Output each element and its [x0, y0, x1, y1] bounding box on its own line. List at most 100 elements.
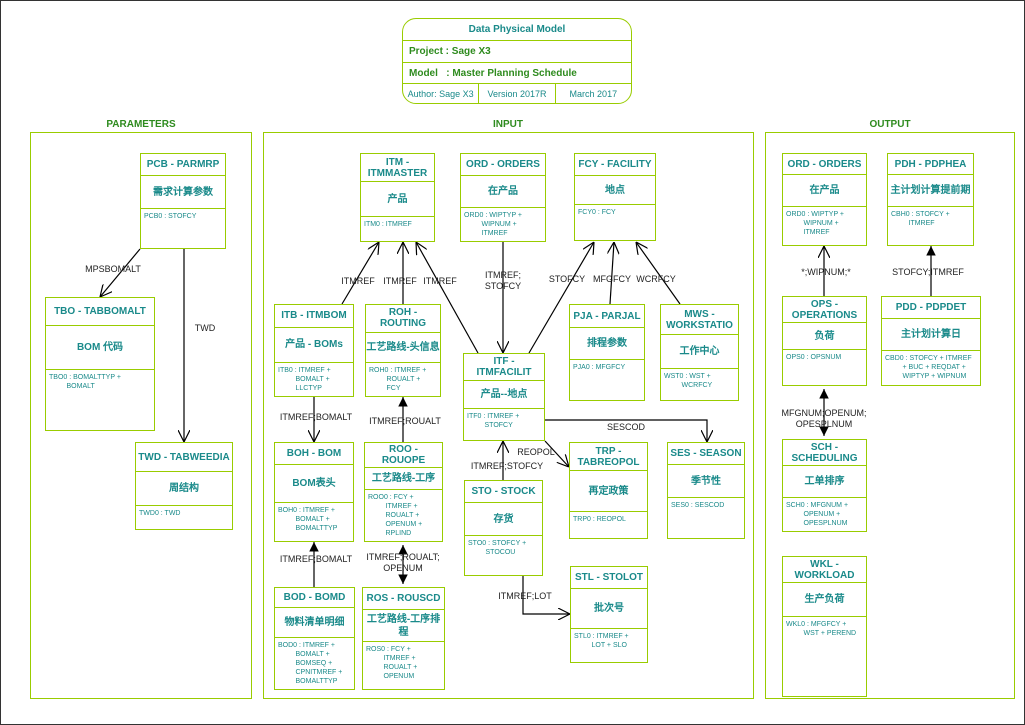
- relation-label: ITMREF;ROUALT; OPENUM: [366, 552, 440, 573]
- relation-pcb-tbo: [100, 248, 141, 297]
- relation-label: ITMREF;STOFCY: [470, 461, 544, 471]
- entity-keys: PJA0 : MFGFCY: [573, 364, 626, 371]
- relation-mws-fcy: [636, 242, 681, 305]
- relation-label: SESCOD: [606, 422, 646, 432]
- entity-label: BOM 代码: [46, 326, 154, 370]
- entity-title: BOD - BOMD: [275, 588, 354, 609]
- entity-keys: SES0 : SESCOD: [671, 502, 725, 509]
- entity-keys: ORD0 : WIPTYP + WIPNUM + ITMREF: [786, 211, 845, 236]
- entity-label: 产品 - BOMs: [275, 328, 353, 363]
- relation-label: WCRFCY: [636, 274, 676, 284]
- entity-label: 需求计算参数: [141, 176, 225, 209]
- entity-label: 主计划计算日: [882, 319, 980, 351]
- entity-title: BOH - BOM: [275, 443, 353, 465]
- entity-title: PJA - PARJAL: [570, 305, 644, 328]
- entity-label: 在产品: [783, 175, 866, 207]
- entity-keys: ITM0 : ITMREF: [364, 221, 412, 228]
- entity-title: STL - STOLOT: [571, 567, 647, 589]
- entity-label: 再定政策: [570, 471, 647, 512]
- entity-pdd[interactable]: PDD - PDPDET 主计划计算日 CBD0 : STOFCY + ITMR…: [881, 296, 981, 386]
- relation-label: REOPOL: [517, 447, 555, 457]
- input-panel: [263, 132, 754, 699]
- entity-title: ITF - ITMFACILIT: [464, 354, 544, 381]
- entity-keys: PCB0 : STOFCY: [144, 213, 197, 220]
- relation-label: *;WIPNUM;*: [801, 267, 851, 277]
- relation-sto-stl: [522, 576, 570, 614]
- entity-label: 工艺路线-头信息: [366, 333, 440, 363]
- entity-pja[interactable]: PJA - PARJAL 排程参数 PJA0 : MFGFCY: [569, 304, 645, 401]
- entity-twd[interactable]: TWD - TABWEEDIA 周结构 TWD0 : TWD: [135, 442, 233, 530]
- entity-fcy[interactable]: FCY - FACILITY 地点 FCY0 : FCY: [574, 153, 656, 241]
- entity-tbo[interactable]: TBO - TABBOMALT BOM 代码 TBO0 : BOMALTTYP …: [45, 297, 155, 431]
- entity-keys: ROO0 : FCY + ITMREF + ROUALT + OPENUM + …: [368, 494, 423, 537]
- entity-ops[interactable]: OPS - OPERATIONS 负荷 OPS0 : OPSNUM: [782, 296, 867, 386]
- entity-trp[interactable]: TRP - TABREOPOL 再定政策 TRP0 : REOPOL: [569, 442, 648, 539]
- entity-title: ROS - ROUSCD: [363, 588, 444, 610]
- output-title: OUTPUT: [869, 119, 911, 130]
- entity-title: STO - STOCK: [465, 481, 542, 503]
- entity-keys: CBD0 : STOFCY + ITMREF + BUC + REQDAT + …: [885, 355, 972, 380]
- entity-title: TBO - TABBOMALT: [46, 298, 154, 326]
- entity-sto[interactable]: STO - STOCK 存货 STO0 : STOFCY + STOCOU: [464, 480, 543, 576]
- entity-pdh[interactable]: PDH - PDPHEA 主计划计算提前期 CBH0 : STOFCY + IT…: [887, 153, 974, 246]
- entity-wkl[interactable]: WKL - WORKLOAD 生产负荷 WKL0 : MFGFCY + WST …: [782, 556, 867, 697]
- entity-itb[interactable]: ITB - ITMBOM 产品 - BOMs ITB0 : ITMREF + B…: [274, 304, 354, 397]
- entity-title: ROO - ROUOPE: [365, 443, 442, 469]
- relation-label: ITMREF: [341, 276, 375, 286]
- entity-keys: OPS0 : OPSNUM: [786, 354, 842, 361]
- entity-ordi[interactable]: ORD - ORDERS 在产品 ORD0 : WIPTYP + WIPNUM …: [460, 153, 546, 242]
- entity-bod[interactable]: BOD - BOMD 物料清单明细 BOD0 : ITMREF + BOMALT…: [274, 587, 355, 690]
- title-block: Data Physical Model Project : Sage X3 Mo…: [402, 18, 632, 104]
- relation-label: ITMREF;ROUALT: [369, 416, 441, 426]
- relation-label: ITMREF;LOT: [498, 591, 552, 601]
- entity-pcb[interactable]: PCB - PARMRP 需求计算参数 PCB0 : STOFCY: [140, 153, 226, 249]
- author: Author: Sage X3: [403, 84, 480, 103]
- entity-label: 工艺路线-工序: [365, 468, 442, 490]
- entity-label: 产品: [361, 182, 434, 217]
- entity-label: BOM表头: [275, 465, 353, 503]
- entity-title: PDH - PDPHEA: [888, 154, 973, 175]
- entity-keys: FCY0 : FCY: [578, 209, 616, 216]
- entity-label: 排程参数: [570, 328, 644, 360]
- entity-ros[interactable]: ROS - ROUSCD 工艺路线-工序排程 ROS0 : FCY + ITMR…: [362, 587, 445, 690]
- parameters-title: PARAMETERS: [106, 119, 176, 130]
- relation-label: ITMREF; STOFCY: [484, 270, 522, 291]
- entity-keys: ITF0 : ITMREF + STOFCY: [467, 413, 520, 429]
- entity-itf[interactable]: ITF - ITMFACILIT 产品--地点 ITF0 : ITMREF + …: [463, 353, 545, 441]
- entity-stl[interactable]: STL - STOLOT 批次号 STL0 : ITMREF + LOT + S…: [570, 566, 648, 663]
- entity-roh[interactable]: ROH - ROUTING 工艺路线-头信息 ROH0 : ITMREF + R…: [365, 304, 441, 397]
- entity-label: 工作中心: [661, 335, 738, 369]
- entity-title: ORD - ORDERS: [783, 154, 866, 175]
- entity-label: 工艺路线-工序排程: [363, 610, 444, 642]
- entity-title: SCH - SCHEDULING: [783, 440, 866, 467]
- entity-sch[interactable]: SCH - SCHEDULING 工单排序 SCH0 : MFGNUM + OP…: [782, 439, 867, 532]
- entity-label: 生产负荷: [783, 583, 866, 617]
- entity-mws[interactable]: MWS - WORKSTATIO 工作中心 WST0 : WST + WCRFC…: [660, 304, 739, 401]
- relation-label: ITMREF: [383, 276, 417, 286]
- relation-label: TWD: [194, 323, 216, 333]
- entity-title: TWD - TABWEEDIA: [136, 443, 232, 472]
- relation-label: ITMREF;BOMALT: [279, 412, 353, 422]
- relation-label: ITMREF;BOMALT: [279, 554, 353, 564]
- entity-title: WKL - WORKLOAD: [783, 557, 866, 583]
- entity-keys: TWD0 : TWD: [139, 510, 181, 517]
- relation-itf-trp: [544, 440, 569, 467]
- entity-itm[interactable]: ITM - ITMMASTER 产品 ITM0 : ITMREF: [360, 153, 435, 242]
- entity-keys: STO0 : STOFCY + STOCOU: [468, 540, 527, 556]
- entity-roo[interactable]: ROO - ROUOPE 工艺路线-工序 ROO0 : FCY + ITMREF…: [364, 442, 443, 542]
- model-title: Data Physical Model: [403, 19, 631, 41]
- entity-label: 物料清单明细: [275, 608, 354, 638]
- entity-ses[interactable]: SES - SEASON 季节性 SES0 : SESCOD: [667, 442, 745, 539]
- relation-pja-fcy: [610, 242, 614, 305]
- entity-keys: SCH0 : MFGNUM + OPENUM + OPESPLNUM: [786, 502, 849, 527]
- entity-title: ORD - ORDERS: [461, 154, 545, 176]
- entity-title: MWS - WORKSTATIO: [661, 305, 738, 335]
- entity-keys: BOD0 : ITMREF + BOMALT + BOMSEQ + CPNITM…: [278, 642, 343, 685]
- entity-boh[interactable]: BOH - BOM BOM表头 BOH0 : ITMREF + BOMALT +…: [274, 442, 354, 542]
- entity-keys: ITB0 : ITMREF + BOMALT + LLCTYP: [278, 367, 331, 392]
- parameters-panel: [30, 132, 252, 699]
- entity-ordo[interactable]: ORD - ORDERS 在产品 ORD0 : WIPTYP + WIPNUM …: [782, 153, 867, 246]
- entity-keys: ORD0 : WIPTYP + WIPNUM + ITMREF: [464, 212, 523, 237]
